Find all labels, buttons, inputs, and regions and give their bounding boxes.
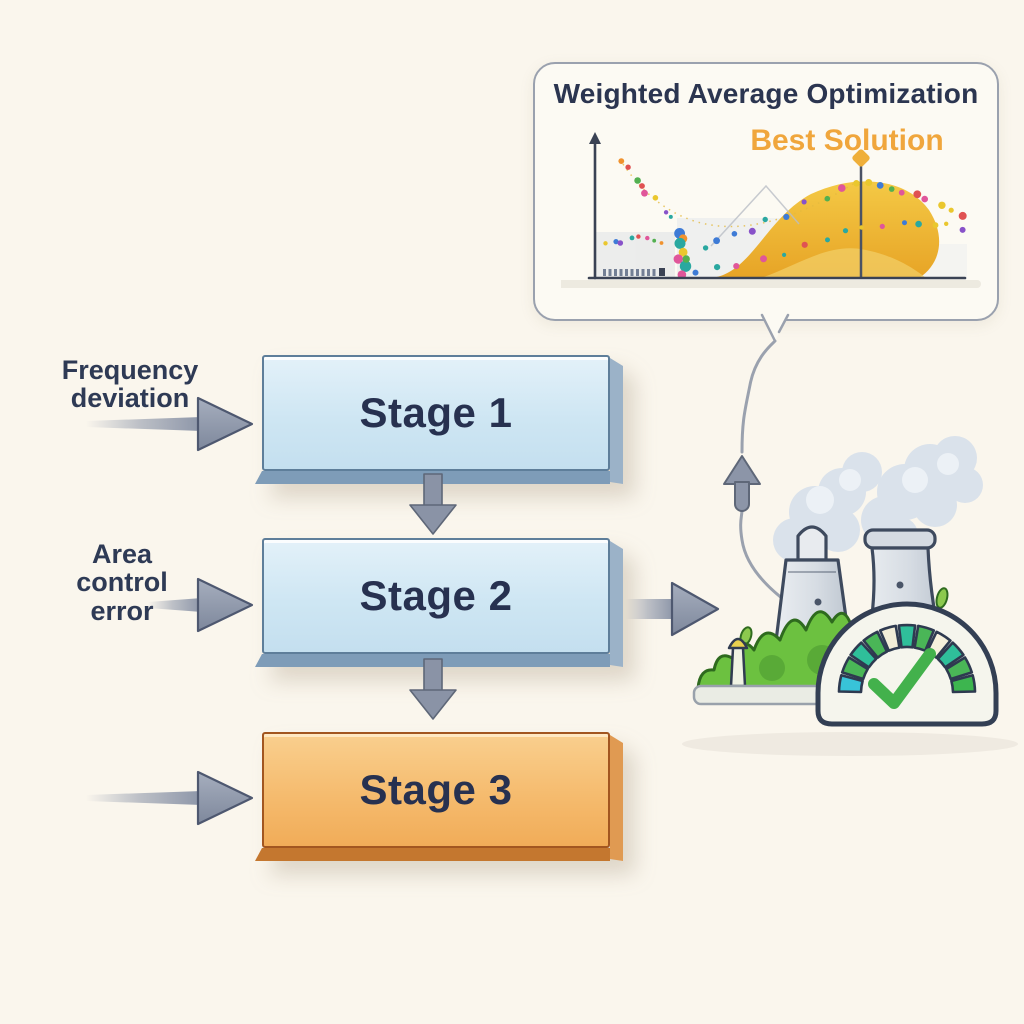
right-arrow-stage2-plant [626,581,720,637]
input-label-frequency-deviation: Frequency deviation [61,355,199,414]
chart-baseline-shadow [561,280,981,288]
cooling-tower-left-icon [768,525,858,692]
input-arrow-stage3 [86,770,254,826]
input-label-area-control-error: Area control error [76,539,168,626]
optimization-chart [561,132,981,288]
steam-cloud-left-icon [773,452,882,574]
search-trajectory-line [622,163,854,228]
stage1-bevel-side [610,358,623,484]
stage1-label: Stage 1 [359,389,513,436]
stage-box-3: Stage 3 [255,732,610,861]
chart-axes [587,132,967,280]
foliage-hills [696,610,872,690]
up-arrow-icon [723,455,761,512]
y-axis-arrowhead [589,132,601,144]
gauge-segments [837,623,977,694]
stage3-face: Stage 3 [262,732,610,848]
callout-title: Weighted Average Optimization [553,78,979,109]
optimization-callout: Weighted Average Optimization Best Solut… [533,62,999,321]
candidate-solution-dots [603,158,967,279]
stage3-label: Stage 3 [359,766,513,813]
steam-cloud-right-icon [861,436,983,553]
cooling-tower-right-icon [856,528,954,690]
stage3-bevel-bottom [255,848,610,861]
checkmark-icon [868,648,936,709]
leaf-sprigs [739,587,965,646]
stage-box-1: Stage 1 [255,355,610,484]
down-arrow-stage2-stage3 [409,658,457,720]
stage2-bevel-bottom [255,654,610,667]
stage2-face: Stage 2 [262,538,610,654]
ground-shadow [682,732,1018,756]
solution-curve-blob [711,181,940,278]
stage2-bevel-side [610,541,623,667]
stage-box-2: Stage 2 [255,538,610,667]
base-platform [692,684,896,706]
gauge-icon [815,601,999,727]
guide-line [710,184,800,247]
stage1-bevel-bottom [255,471,610,484]
plant-to-callout-connector [739,313,808,617]
stage1-face: Stage 1 [262,355,610,471]
micro-tick-marks [603,268,665,276]
best-solution-label: Best Solution [750,124,944,157]
stage2-label: Stage 2 [359,572,513,619]
stage3-bevel-side [610,735,623,861]
best-solution-marker [852,149,870,278]
lighthouse-icon [727,637,749,688]
power-plant-illustration [682,436,1018,756]
